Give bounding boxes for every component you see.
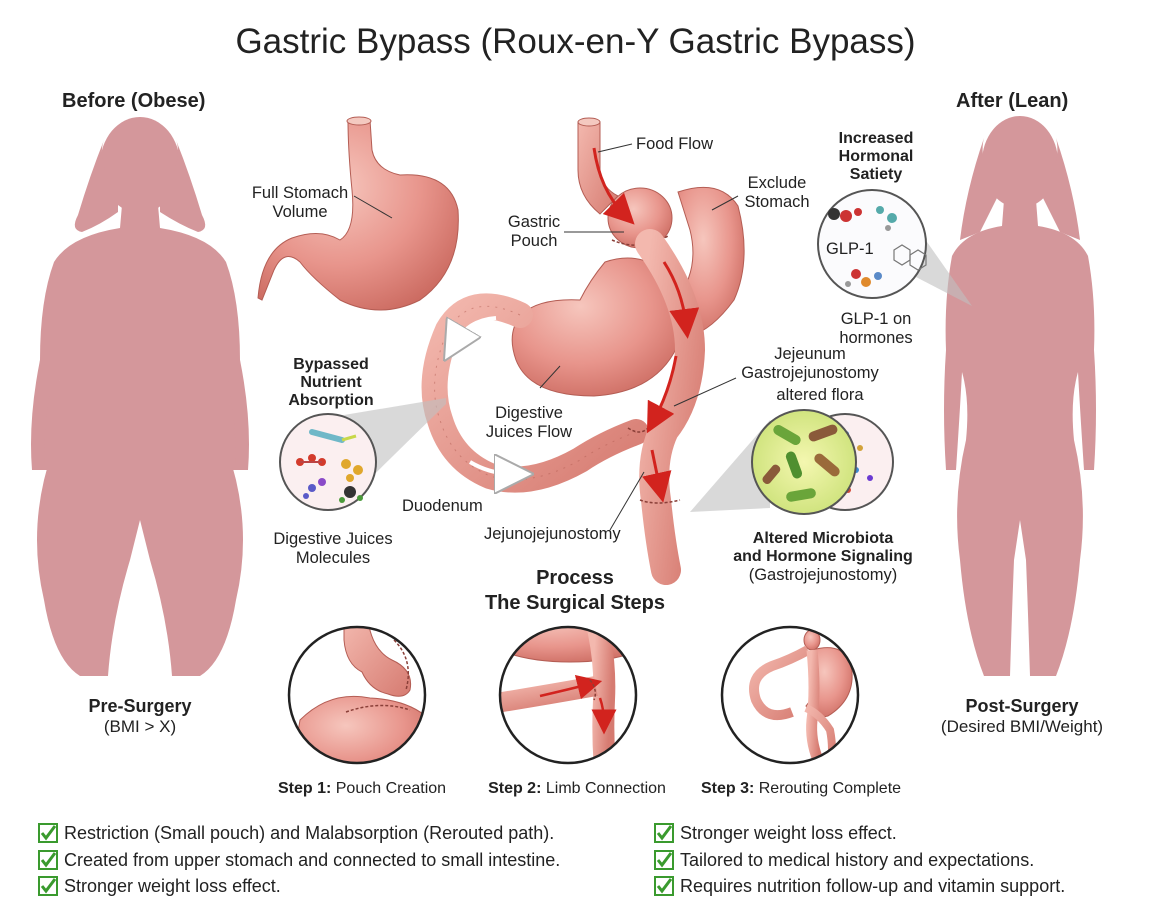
check-icon (38, 849, 58, 870)
process-subtitle: The Surgical Steps (484, 592, 666, 614)
post-surgery-bmi: (Desired BMI/Weight) (940, 717, 1104, 736)
bullet-item: Stronger weight loss effect. (654, 820, 1065, 847)
bullet-item: Stronger weight loss effect. (38, 873, 560, 900)
check-icon (654, 849, 674, 870)
digestive-molecules-label: Digestive Juices Molecules (273, 530, 393, 567)
bullets-left: Restriction (Small pouch) and Malabsorpt… (38, 820, 560, 900)
microbiota-magnifier (690, 409, 894, 515)
food-flow-arrow (592, 147, 635, 225)
process-title: Process (536, 567, 614, 589)
bullets-right: Stronger weight loss effect. Tailored to… (654, 820, 1065, 900)
molecules-magnifier (279, 398, 446, 511)
step-3-caption: Step 3: Rerouting Complete (700, 780, 902, 797)
check-icon (654, 823, 674, 844)
bullet-item: Tailored to medical history and expectat… (654, 847, 1065, 874)
bypassed-absorption-label: Bypassed Nutrient Absorption (288, 356, 374, 409)
pre-surgery-bmi: (BMI > X) (103, 717, 177, 736)
altered-microbiota-label: Altered Microbiota and Hormone Signaling… (733, 530, 913, 584)
bypass-diagram (353, 117, 745, 585)
food-flow-arrow (662, 261, 700, 339)
step-3-illustration (720, 625, 860, 765)
obese-silhouette (31, 117, 249, 676)
glp1-label: GLP-1 (826, 240, 874, 258)
food-flow-arrow (646, 355, 678, 434)
post-surgery-title: Post-Surgery (965, 696, 1079, 716)
pre-surgery-caption: Pre-Surgery (BMI > X) (60, 696, 220, 737)
before-heading: Before (Obese) (62, 90, 206, 112)
digestive-juices-flow-label: Digestive Juices Flow (485, 404, 573, 441)
check-icon (38, 823, 58, 844)
glp1-magnifier (817, 189, 972, 306)
step-2-caption: Step 2: Limb Connection (488, 780, 666, 797)
step-2-illustration (498, 625, 638, 765)
food-flow-arrow (642, 449, 672, 503)
altered-flora-label: altered flora (776, 386, 864, 404)
check-icon (38, 876, 58, 897)
juices-flow-arrow (454, 316, 497, 344)
lean-silhouette (944, 116, 1096, 676)
step-1-illustration (287, 625, 427, 765)
pre-surgery-title: Pre-Surgery (88, 696, 192, 716)
full-stomach (257, 116, 459, 311)
exclude-stomach-label: Exclude Stomach (744, 174, 810, 211)
page-title: Gastric Bypass (Roux-en-Y Gastric Bypass… (235, 22, 916, 61)
gastric-pouch-label: Gastric Pouch (507, 213, 561, 250)
process-heading: Process The Surgical Steps (440, 566, 710, 616)
step-1-caption: Step 1: Pouch Creation (277, 780, 447, 797)
bullet-item: Requires nutrition follow-up and vitamin… (654, 873, 1065, 900)
duodenum-label: Duodenum (402, 497, 483, 515)
jejeunum-label: Jejeunum Gastrojejunostomy (741, 345, 879, 382)
juices-flow-arrow (468, 462, 514, 474)
bullet-item: Restriction (Small pouch) and Malabsorpt… (38, 820, 560, 847)
after-heading: After (Lean) (956, 90, 1069, 112)
full-stomach-label: Full Stomach Volume (251, 184, 349, 221)
bullet-item: Created from upper stomach and connected… (38, 847, 560, 874)
increased-satiety-label: Increased Hormonal Satiety (838, 130, 914, 183)
food-flow-label: Food Flow (636, 135, 714, 153)
check-icon (654, 876, 674, 897)
post-surgery-caption: Post-Surgery (Desired BMI/Weight) (922, 696, 1122, 737)
jejunojejunostomy-label: Jejunojejunostomy (484, 525, 621, 543)
glp1-hormones-label: GLP-1 on hormones (839, 310, 913, 347)
